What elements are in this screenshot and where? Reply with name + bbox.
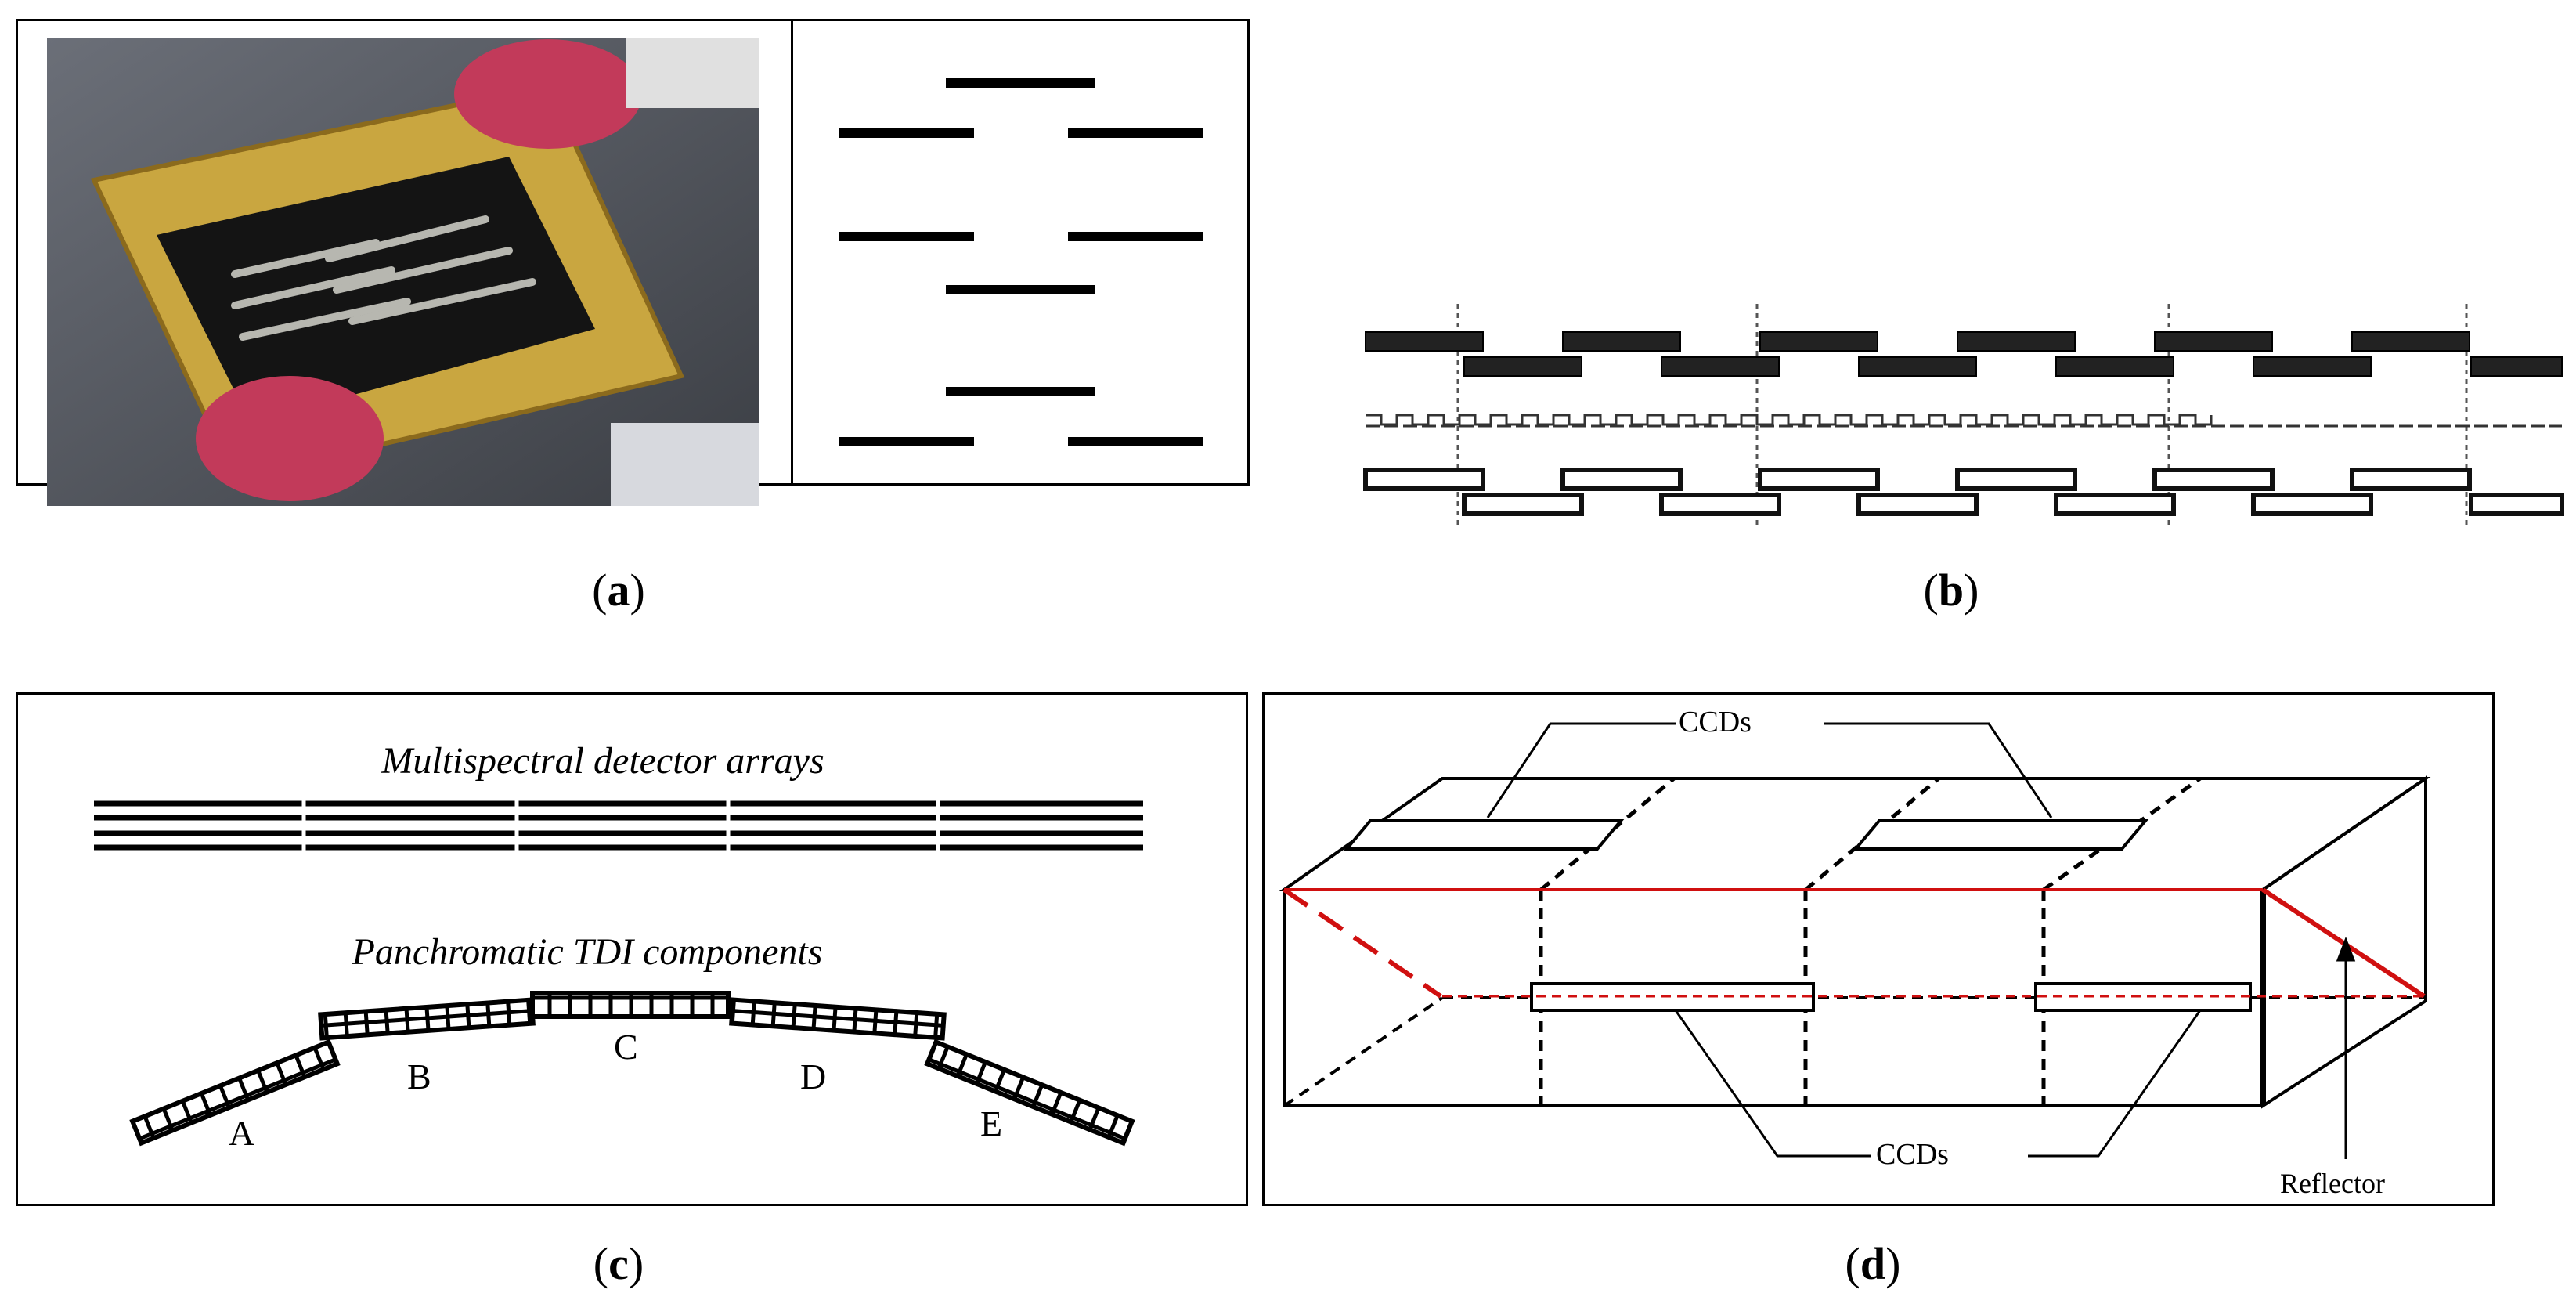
caption-d-letter: d bbox=[1860, 1238, 1886, 1289]
panel-c-multispectral-lines bbox=[94, 797, 1143, 854]
caption-d: (d) bbox=[1845, 1238, 1901, 1289]
panel-c-title-bottom: Panchromatic TDI components bbox=[352, 931, 823, 973]
panel-c-label-e: E bbox=[980, 1104, 1003, 1143]
caption-b-letter: b bbox=[1938, 565, 1964, 616]
panel-c-tdi-arc bbox=[129, 991, 1135, 1147]
panel-d-optical-path bbox=[1283, 887, 2426, 999]
panel-d-label-reflector: Reflector bbox=[2280, 1168, 2385, 1199]
panel-c-label-d: D bbox=[800, 1057, 827, 1096]
panel-d-leaders bbox=[1486, 722, 2356, 1159]
panel-c bbox=[16, 692, 1248, 1206]
caption-b: (b) bbox=[1923, 565, 1979, 616]
panel-d-label-ccds-bottom: CCDs bbox=[1876, 1138, 1949, 1171]
panel-d-label-ccds-top: CCDs bbox=[1679, 706, 1752, 739]
panel-b-arrays bbox=[1363, 304, 2564, 529]
panel-c-title-top: Multispectral detector arrays bbox=[381, 740, 824, 782]
panel-c-label-a: A bbox=[229, 1113, 255, 1153]
panel-a-photo bbox=[47, 38, 759, 506]
panel-a-divider bbox=[791, 19, 793, 486]
caption-c-letter: c bbox=[608, 1238, 629, 1289]
caption-c: (c) bbox=[593, 1238, 644, 1289]
panel-d-box bbox=[1279, 775, 2431, 1109]
panel-a-schematic bbox=[839, 78, 1203, 446]
caption-a-letter: a bbox=[607, 565, 630, 616]
panel-c-label-c: C bbox=[614, 1027, 638, 1067]
caption-a: (a) bbox=[592, 565, 645, 616]
panel-c-label-b: B bbox=[407, 1057, 431, 1096]
